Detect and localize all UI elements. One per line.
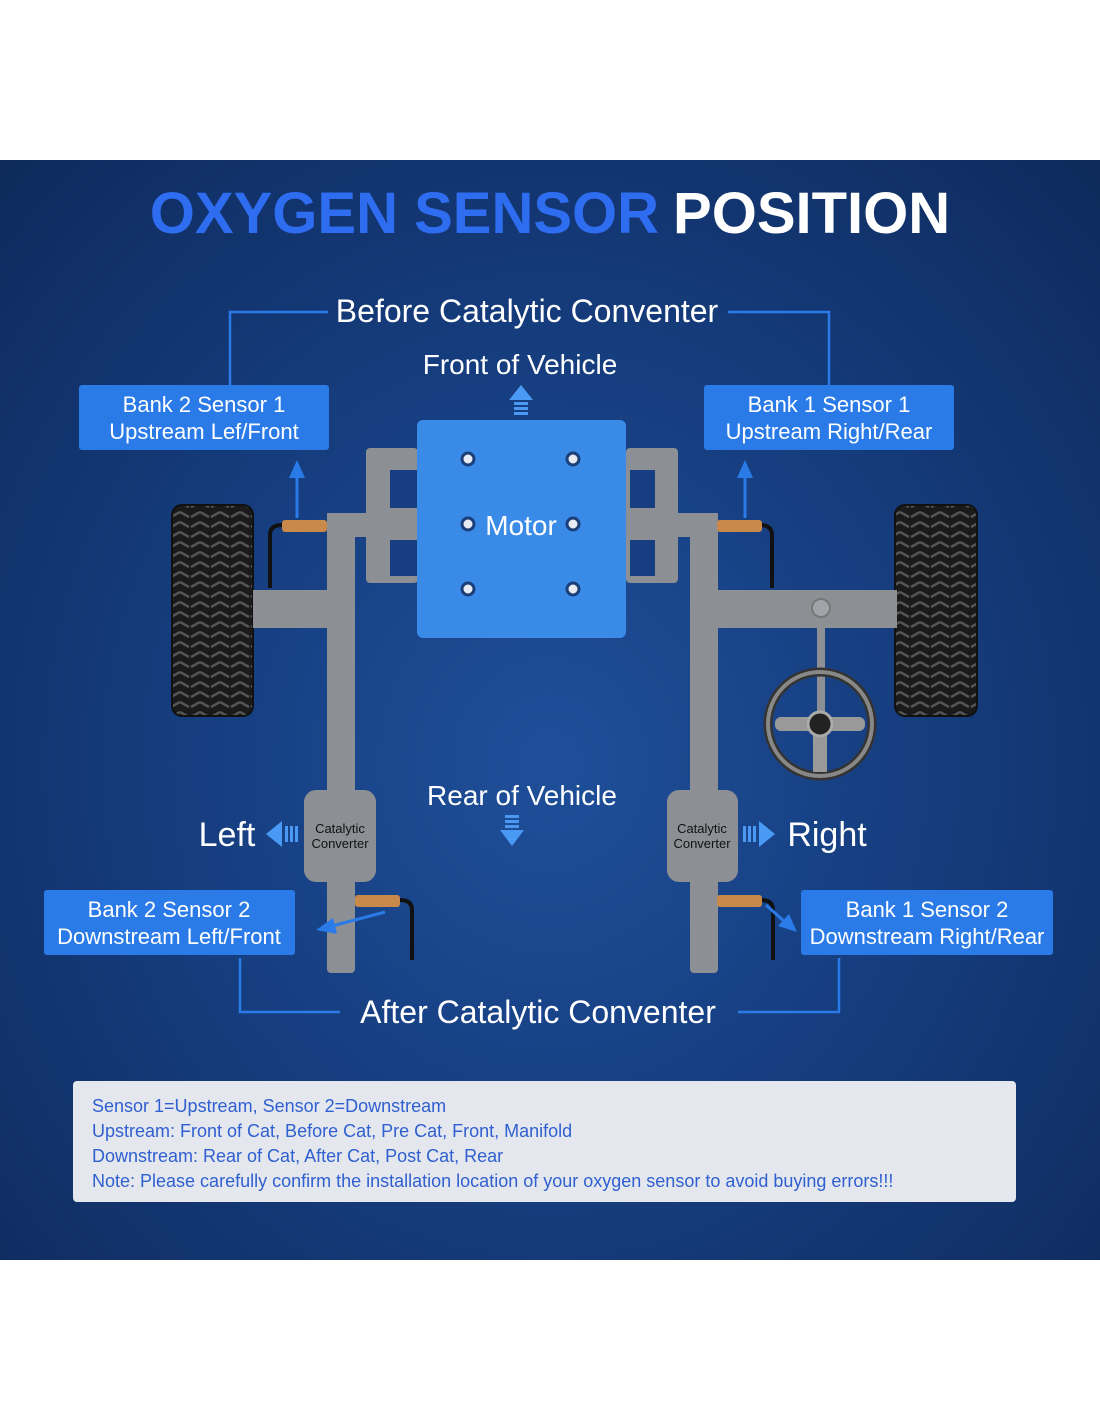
note-line: Upstream: Front of Cat, Before Cat, Pre … <box>92 1121 573 1141</box>
svg-text:Bank 2 Sensor 1: Bank 2 Sensor 1 <box>123 392 286 417</box>
svg-text:Upstream Right/Rear: Upstream Right/Rear <box>726 419 933 444</box>
svg-text:Bank 1 Sensor 2: Bank 1 Sensor 2 <box>846 897 1009 922</box>
note-line: Downstream: Rear of Cat, After Cat, Post… <box>92 1146 504 1166</box>
left-label: Left <box>199 816 256 854</box>
right-arrow-icon <box>743 821 775 847</box>
steering-wheel-icon <box>763 667 877 781</box>
motor-label: Motor <box>485 510 557 541</box>
sensor-box-b2s2: Bank 2 Sensor 2 Downstream Left/Front <box>44 890 295 955</box>
note-line: Sensor 1=Upstream, Sensor 2=Downstream <box>92 1096 447 1116</box>
note-line: Note: Please carefully confirm the insta… <box>92 1171 894 1191</box>
front-label: Front of Vehicle <box>423 349 618 380</box>
sensor-probes <box>268 520 775 960</box>
left-tire <box>171 504 254 717</box>
bracket-lines <box>228 310 841 1014</box>
cat-left-line1: Catalytic <box>315 821 365 836</box>
cat-right-line2: Converter <box>673 836 731 851</box>
pointer-arrows <box>289 460 797 934</box>
sensor-box-b1s1: Bank 1 Sensor 1 Upstream Right/Rear <box>704 385 954 450</box>
cat-right-line1: Catalytic <box>677 821 727 836</box>
right-label: Right <box>787 816 867 854</box>
after-cat-label: After Catalytic Conventer <box>360 994 716 1030</box>
rear-label: Rear of Vehicle <box>427 780 617 811</box>
front-arrow-icon <box>509 385 533 415</box>
before-cat-label: Before Catalytic Conventer <box>336 293 719 329</box>
sensor-box-b2s1: Bank 2 Sensor 1 Upstream Lef/Front <box>79 385 329 450</box>
sensor-box-b1s2: Bank 1 Sensor 2 Downstream Right/Rear <box>801 890 1053 955</box>
svg-text:Downstream Left/Front: Downstream Left/Front <box>57 924 281 949</box>
notes-box: Sensor 1=Upstream, Sensor 2=Downstream U… <box>73 1081 1016 1202</box>
svg-text:Upstream Lef/Front: Upstream Lef/Front <box>109 419 299 444</box>
svg-text:Downstream Right/Rear: Downstream Right/Rear <box>810 924 1045 949</box>
right-tire <box>894 504 978 717</box>
left-arrow-icon <box>266 821 298 847</box>
cat-left-line2: Converter <box>311 836 369 851</box>
rear-arrow-icon <box>500 815 524 846</box>
bolt-icons <box>460 451 581 597</box>
svg-text:Bank 1 Sensor 1: Bank 1 Sensor 1 <box>748 392 911 417</box>
svg-text:Bank 2 Sensor 2: Bank 2 Sensor 2 <box>88 897 251 922</box>
